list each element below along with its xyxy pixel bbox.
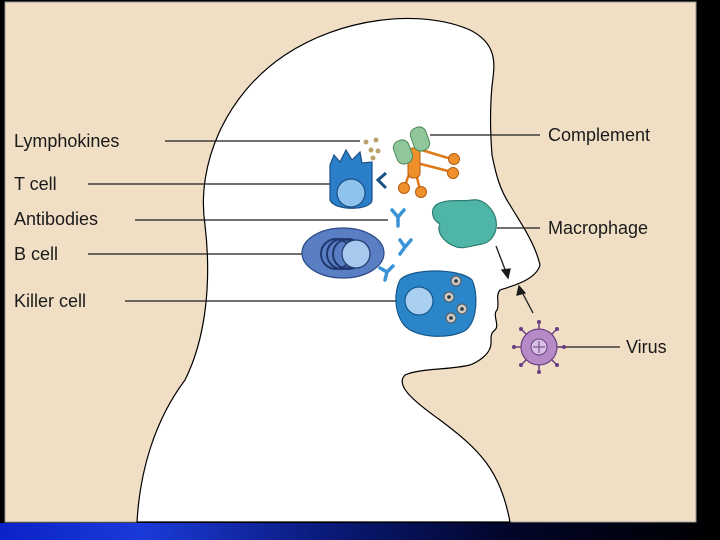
label-complement: Complement	[548, 125, 651, 145]
label-t-cell: T cell	[14, 174, 57, 194]
label-virus: Virus	[626, 337, 667, 357]
t-cell-icon	[329, 148, 388, 209]
arrows	[495, 245, 534, 314]
virus-icon	[512, 320, 566, 374]
macrophage-icon	[431, 199, 497, 249]
b-cell-icon	[301, 227, 385, 279]
killer-cell-icon	[395, 270, 477, 337]
label-antibodies: Antibodies	[14, 209, 99, 229]
lymphokines-dots	[363, 137, 381, 161]
label-b-cell: B cell	[14, 244, 59, 264]
label-macrophage: Macrophage	[548, 218, 649, 238]
complement-icon	[392, 126, 460, 198]
label-lymphokines: Lymphokines	[14, 131, 120, 151]
antibodies-icon	[378, 208, 413, 282]
leader-lines	[88, 134, 620, 348]
slide-bottom-bar	[0, 523, 720, 540]
label-killer-cell: Killer cell	[14, 291, 87, 311]
